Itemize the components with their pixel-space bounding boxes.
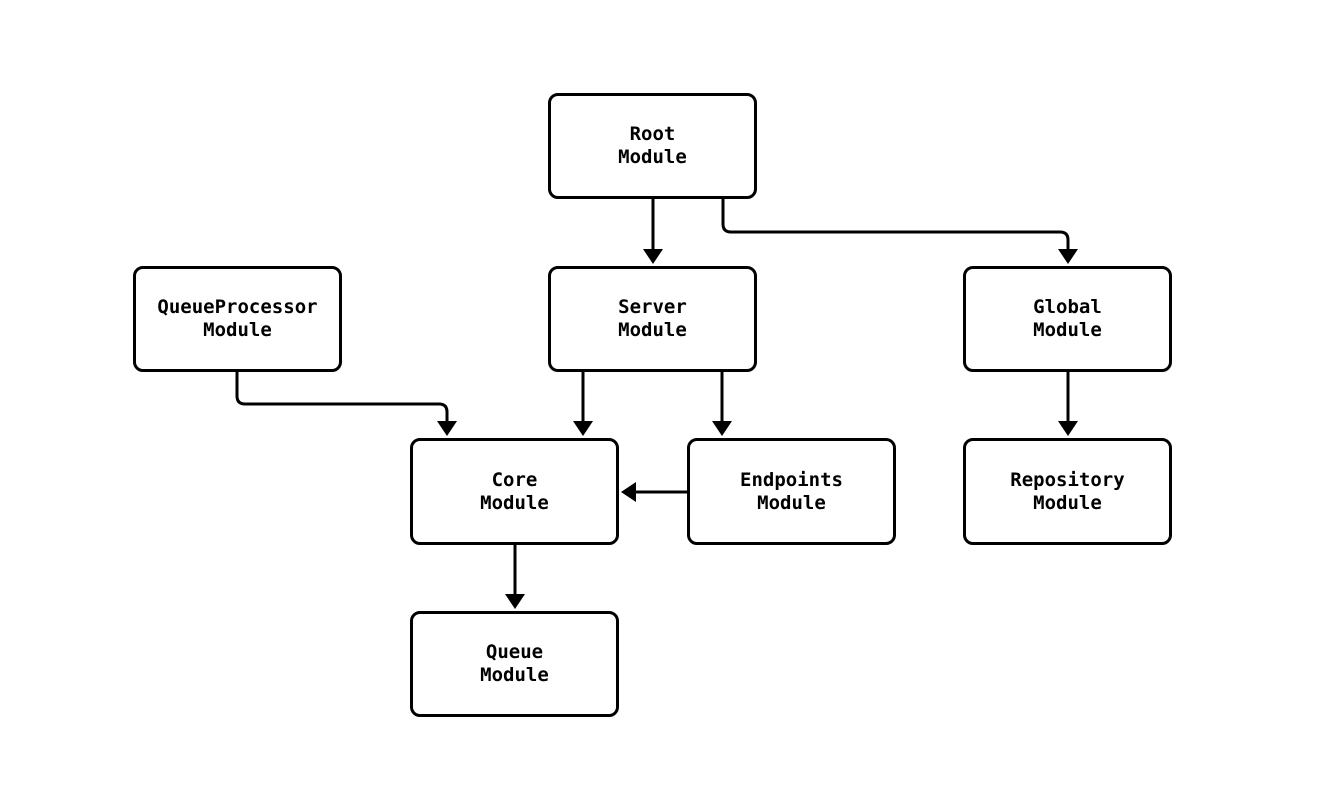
node-root-module: Root Module [548, 93, 757, 199]
edge-global-to-repository [1058, 372, 1078, 436]
node-core-module: Core Module [410, 438, 619, 545]
arrowhead-root-to-server [643, 249, 663, 264]
edge-queueprocessor-to-core [235, 372, 457, 436]
node-repository-module-label: Repository Module [1010, 468, 1125, 514]
node-global-module: Global Module [963, 266, 1172, 372]
edge-endpoints-to-core [621, 482, 687, 502]
node-endpoints-module-label: Endpoints Module [740, 468, 843, 514]
edge-root-to-global [721, 199, 1078, 264]
arrowhead-global-to-repository [1058, 421, 1078, 436]
arrowhead-server-to-core [573, 421, 593, 436]
edge-server-to-endpoints [712, 372, 732, 436]
node-global-module-label: Global Module [1033, 296, 1102, 341]
node-endpoints-module: Endpoints Module [687, 438, 896, 545]
node-root-module-label: Root Module [618, 123, 687, 168]
node-queueprocessor-module: QueueProcessor Module [133, 266, 342, 372]
node-server-module-label: Server Module [618, 296, 687, 341]
arrowhead-queueprocessor-to-core [437, 421, 457, 436]
edge-core-to-queue [505, 545, 525, 609]
arrowhead-endpoints-to-core [621, 482, 636, 502]
arrowhead-server-to-endpoints [712, 421, 732, 436]
node-repository-module: Repository Module [963, 438, 1172, 545]
node-queue-module: Queue Module [410, 611, 619, 717]
arrowhead-root-to-global [1058, 249, 1078, 264]
edge-root-to-server [643, 199, 663, 264]
node-queue-module-label: Queue Module [480, 641, 549, 686]
node-server-module: Server Module [548, 266, 757, 372]
node-queueprocessor-module-label: QueueProcessor Module [157, 296, 318, 341]
arrowhead-core-to-queue [505, 594, 525, 609]
node-core-module-label: Core Module [480, 468, 549, 514]
edge-server-to-core [573, 372, 593, 436]
